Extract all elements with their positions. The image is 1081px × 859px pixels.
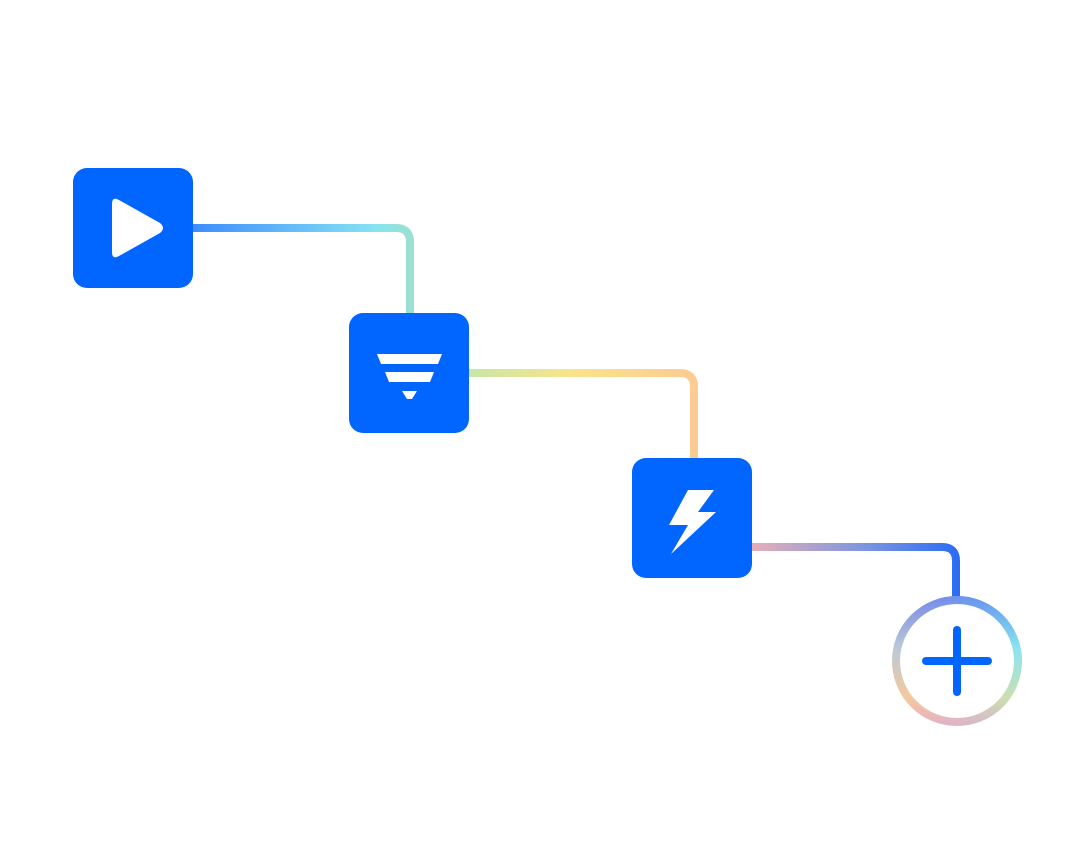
filter-node[interactable] — [349, 313, 469, 433]
connector-filter-to-action — [462, 369, 698, 466]
play-icon — [112, 198, 163, 258]
connector-start-to-filter — [184, 224, 414, 322]
start-node[interactable] — [73, 168, 193, 288]
action-node[interactable] — [632, 458, 752, 578]
connector-action-to-add — [744, 543, 960, 604]
add-step-button[interactable] — [892, 596, 1022, 726]
filter-icon — [377, 354, 442, 399]
lightning-bolt-icon — [669, 490, 716, 554]
plus-icon — [922, 626, 992, 696]
